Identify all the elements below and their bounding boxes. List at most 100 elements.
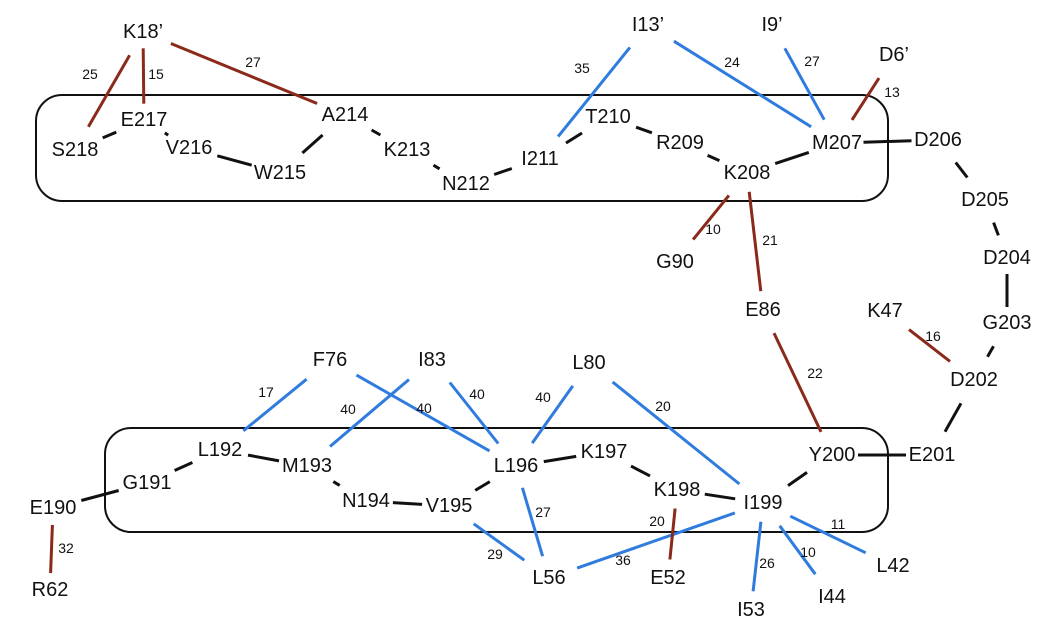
edge-v195-n194 bbox=[392, 501, 423, 506]
residue-node-g191: G191 bbox=[123, 472, 172, 494]
residue-node-m193: M193 bbox=[282, 455, 332, 477]
edge-weight-label: 36 bbox=[615, 552, 631, 568]
edge-v216-w215 bbox=[216, 154, 253, 167]
residue-node-d204: D204 bbox=[983, 247, 1031, 269]
edge-weight-label: 26 bbox=[759, 555, 775, 571]
residue-node-e86: E86 bbox=[745, 299, 781, 321]
edge-weight-label: 27 bbox=[535, 504, 551, 520]
residue-node-i199: I199 bbox=[744, 492, 783, 514]
edge-weight-label: 24 bbox=[724, 54, 740, 70]
edge-g203-d202 bbox=[986, 345, 995, 358]
residue-node-i53: I53 bbox=[737, 599, 765, 621]
edge-t210-r209 bbox=[635, 125, 653, 135]
residue-node-i13p: I13’ bbox=[632, 14, 664, 36]
residue-node-l196: L196 bbox=[494, 455, 539, 477]
edge-l196-v195 bbox=[474, 480, 491, 492]
residue-node-d202: D202 bbox=[950, 369, 998, 391]
edge-k198-k197 bbox=[630, 464, 651, 478]
edge-m207-d206 bbox=[863, 139, 912, 144]
edge-weight-label: 40 bbox=[416, 400, 432, 416]
edge-k18p-s218 bbox=[87, 54, 131, 128]
edge-i9p-m207 bbox=[783, 47, 826, 121]
residue-node-y200: Y200 bbox=[809, 444, 856, 466]
edge-d202-e201 bbox=[943, 402, 963, 433]
edge-weight-label: 29 bbox=[487, 546, 503, 562]
residue-node-r62: R62 bbox=[32, 579, 69, 601]
edge-weight-label: 16 bbox=[925, 328, 941, 344]
edge-k213-n212 bbox=[432, 163, 441, 171]
edge-e86-y200 bbox=[772, 332, 823, 433]
edge-l80-l196 bbox=[530, 385, 575, 444]
edge-y200-i199 bbox=[787, 471, 808, 487]
residue-node-i44: I44 bbox=[818, 586, 846, 608]
edge-k208-m207 bbox=[774, 150, 810, 166]
lower-region-box bbox=[104, 427, 889, 533]
edge-n194-m193 bbox=[332, 480, 341, 487]
edge-weight-label: 10 bbox=[800, 544, 816, 560]
edge-k198-e52 bbox=[668, 508, 677, 560]
residue-node-t210: T210 bbox=[585, 106, 631, 128]
edge-i13p-i211 bbox=[556, 46, 632, 138]
residue-node-i9p: I9’ bbox=[761, 14, 782, 36]
residue-node-v195: V195 bbox=[426, 495, 473, 517]
residue-node-r209: R209 bbox=[656, 132, 704, 154]
edge-d6p-m207 bbox=[850, 77, 881, 121]
residue-node-k197: K197 bbox=[581, 441, 628, 463]
edge-weight-label: 35 bbox=[574, 60, 590, 76]
edge-weight-label: 27 bbox=[804, 53, 820, 69]
edge-weight-label: 40 bbox=[340, 401, 356, 417]
residue-node-l42: L42 bbox=[876, 555, 909, 577]
residue-node-v216: V216 bbox=[166, 137, 213, 159]
edge-weight-label: 40 bbox=[469, 386, 485, 402]
edge-i83-l196 bbox=[448, 381, 500, 445]
edge-f76-l196 bbox=[355, 373, 491, 453]
edge-i13p-m207 bbox=[673, 39, 812, 129]
residue-node-m207: M207 bbox=[812, 132, 862, 154]
edge-k197-l196 bbox=[543, 454, 577, 464]
edge-v195-l56 bbox=[472, 522, 526, 562]
residue-node-f76: F76 bbox=[313, 349, 347, 371]
residue-node-g90: G90 bbox=[656, 251, 694, 273]
residue-node-s218: S218 bbox=[52, 139, 99, 161]
residue-node-i211: I211 bbox=[521, 148, 558, 170]
upper-region-box bbox=[35, 94, 889, 202]
residue-node-e52: E52 bbox=[650, 567, 686, 589]
edge-weight-label: 13 bbox=[884, 84, 900, 100]
edge-weight-label: 20 bbox=[649, 513, 665, 529]
residue-node-e201: E201 bbox=[909, 444, 956, 466]
edge-k208-g90 bbox=[691, 194, 731, 241]
residue-node-n212: N212 bbox=[442, 173, 490, 195]
edge-weight-label: 11 bbox=[831, 516, 846, 532]
edge-l80-i199 bbox=[611, 380, 741, 486]
edge-weight-label: 15 bbox=[148, 66, 164, 82]
edge-r209-k208 bbox=[706, 154, 721, 162]
edge-e217-v216 bbox=[163, 131, 170, 137]
edge-weight-label: 40 bbox=[535, 389, 551, 405]
residue-node-n194: N194 bbox=[342, 490, 390, 512]
edge-i211-t210 bbox=[565, 131, 583, 145]
residue-node-w215: W215 bbox=[254, 162, 306, 184]
edge-f76-l192 bbox=[242, 378, 308, 432]
edge-weight-label: 32 bbox=[58, 540, 74, 556]
edge-d205-d204 bbox=[992, 222, 1000, 236]
residue-node-g203: G203 bbox=[983, 312, 1032, 334]
edge-a214-k213 bbox=[370, 128, 382, 137]
edge-weight-label: 27 bbox=[245, 54, 261, 70]
edge-w215-a214 bbox=[301, 133, 324, 155]
edge-i199-i53 bbox=[751, 521, 763, 592]
residue-node-k213: K213 bbox=[384, 139, 431, 161]
edge-weight-label: 22 bbox=[807, 365, 823, 381]
edge-weight-label: 21 bbox=[762, 232, 778, 248]
residue-node-k18p: K18’ bbox=[123, 21, 163, 43]
edge-i199-i44 bbox=[778, 524, 817, 576]
residue-node-e217: E217 bbox=[121, 109, 168, 131]
edges-layer bbox=[49, 39, 1009, 592]
edge-weight-label: 10 bbox=[705, 221, 721, 237]
residue-node-d6p: D6’ bbox=[879, 44, 909, 66]
edge-n212-i211 bbox=[493, 167, 513, 176]
edge-d206-d205 bbox=[954, 161, 969, 179]
edge-k18p-a214 bbox=[170, 42, 318, 105]
residue-node-k47: K47 bbox=[867, 300, 903, 322]
